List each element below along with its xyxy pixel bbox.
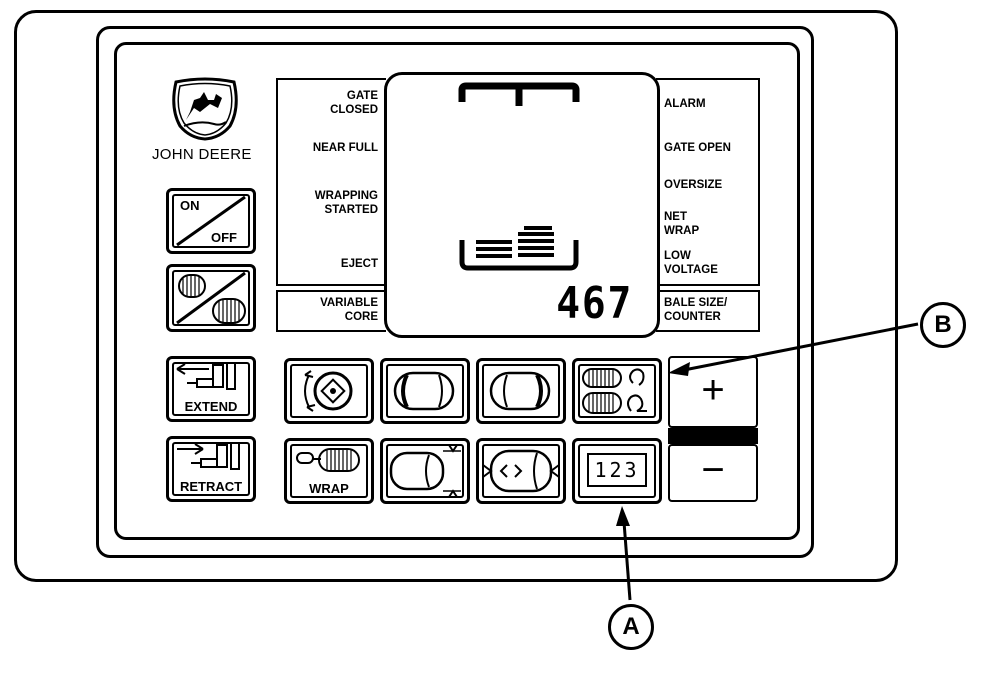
plus-button[interactable]: + [668, 356, 758, 428]
wrap-button[interactable]: WRAP [284, 438, 374, 504]
gate-indicator-icon [458, 82, 580, 271]
plus-minus-divider [668, 428, 758, 444]
bale-size-counter-label: BALE SIZE/ COUNTER [664, 297, 728, 323]
gate-open-label: GATE OPEN [664, 142, 731, 154]
plus-label: + [701, 368, 725, 412]
minus-label: − [701, 448, 725, 492]
extend-label: EXTEND [184, 399, 238, 414]
roller-rotation-icon [304, 370, 353, 412]
diagonal-slash-icon [176, 195, 246, 247]
near-full-label: NEAR FULL [312, 142, 378, 154]
on-label: ON [180, 198, 200, 213]
monitor-panel [114, 42, 800, 540]
callout-a: A [608, 604, 654, 650]
wrapping-started-label: WRAPPING STARTED [314, 190, 378, 216]
bale-size-large-button[interactable] [476, 358, 566, 424]
net-wrap-label: NET WRAP [664, 211, 700, 237]
left-label-panel [276, 78, 386, 286]
bale-diameter-button[interactable] [380, 438, 470, 504]
extend-button[interactable]: EXTEND [166, 356, 256, 422]
brand-name: JOHN DEERE [152, 146, 252, 163]
extend-arrow-icon [176, 362, 236, 390]
kicker-rotation-button[interactable] [284, 358, 374, 424]
counter-icon [587, 453, 647, 487]
left-label-panel-lower [276, 290, 386, 332]
wrap-turns-icon [582, 368, 647, 414]
callout-b: B [920, 302, 966, 348]
bale-size-bars-icon [476, 226, 554, 258]
off-label: OFF [211, 230, 237, 245]
minus-button[interactable]: − [668, 444, 758, 502]
right-label-panel-lower [656, 290, 760, 332]
variable-core-label: VARIABLE CORE [320, 297, 378, 323]
bale-core-icon [176, 271, 246, 325]
retract-arrow-icon [177, 442, 240, 470]
monitor-housing [14, 10, 898, 582]
monitor-bezel [96, 26, 814, 558]
counter-icon-text: 123 [594, 458, 640, 482]
bale-right-icon [489, 371, 551, 411]
low-voltage-label: LOW VOLTAGE [664, 250, 718, 276]
lcd-display [384, 72, 660, 338]
bale-diameter-icon [389, 444, 461, 498]
right-label-panel [656, 78, 760, 286]
variable-core-button[interactable] [166, 264, 256, 332]
retract-label: RETRACT [179, 479, 243, 494]
net-wrap-roll-icon [296, 448, 360, 472]
net-wrap-turns-button[interactable] [572, 358, 662, 424]
alarm-label: ALARM [664, 98, 706, 110]
bale-counter-button[interactable]: 123 [572, 438, 662, 504]
wrap-label: WRAP [309, 481, 349, 496]
on-off-button[interactable]: ON OFF [166, 188, 256, 254]
bale-counter-readout: 467 [556, 278, 634, 329]
bale-size-small-button[interactable] [380, 358, 470, 424]
gate-closed-label: GATE CLOSED [330, 90, 378, 116]
bale-density-button[interactable] [476, 438, 566, 504]
john-deere-logo-icon [172, 77, 238, 141]
oversize-label: OVERSIZE [664, 179, 723, 191]
retract-button[interactable]: RETRACT [166, 436, 256, 502]
bale-density-icon [482, 449, 560, 493]
eject-label: EJECT [340, 258, 378, 270]
bale-left-icon [393, 371, 455, 411]
